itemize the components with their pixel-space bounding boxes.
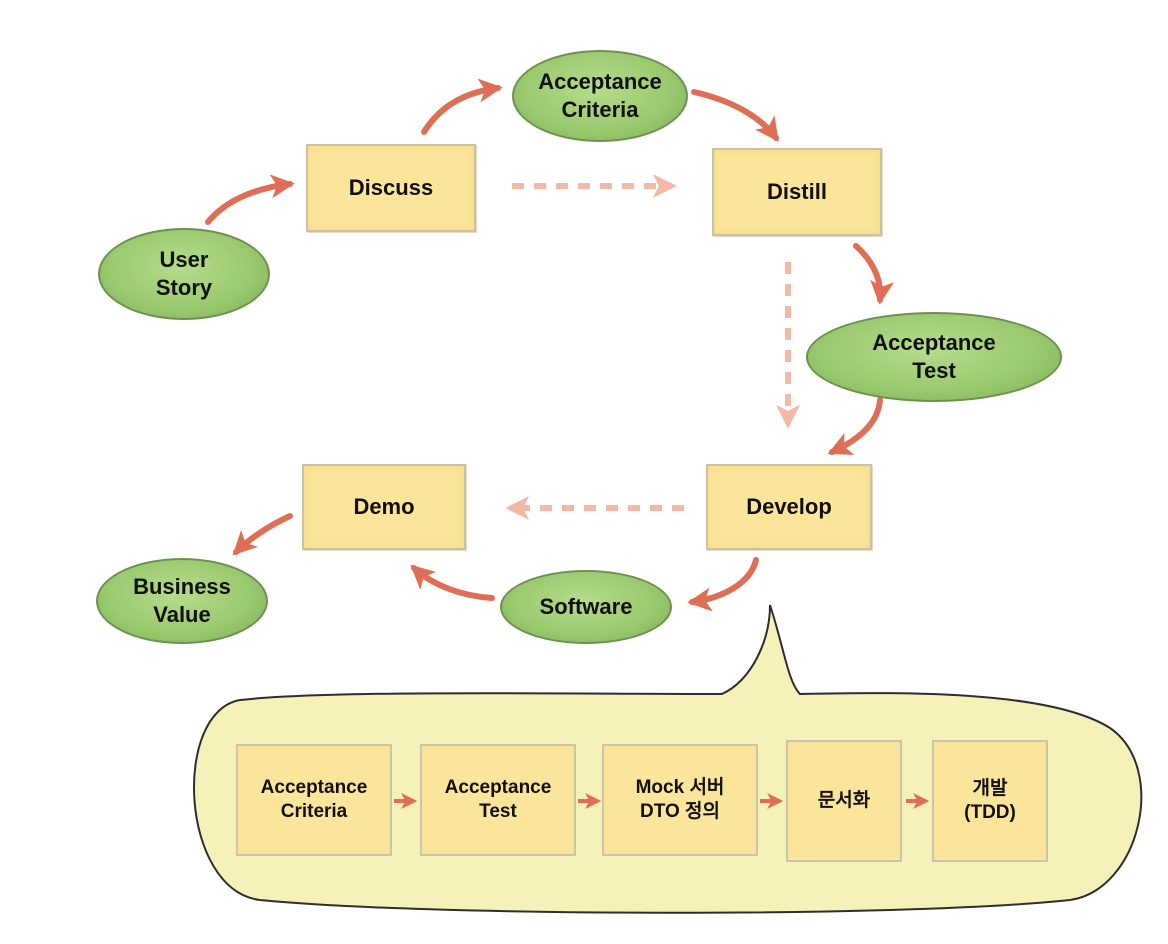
- step-acceptance-test: Acceptance Test: [420, 744, 576, 856]
- arrow-user-story-to-discuss: [205, 174, 295, 225]
- arrow-distill-to-acceptance-test: [853, 243, 895, 305]
- arrow-develop-to-software: [687, 557, 759, 612]
- node-user-story: User Story: [98, 228, 270, 320]
- step-documentation: 문서화: [786, 740, 902, 862]
- node-develop: Develop: [706, 464, 872, 550]
- arrow-demo-to-business-value: [232, 513, 293, 556]
- node-acceptance-test: Acceptance Test: [806, 312, 1062, 402]
- node-demo: Demo: [302, 464, 466, 550]
- node-acceptance-criteria: Acceptance Criteria: [512, 50, 688, 142]
- node-discuss: Discuss: [306, 144, 476, 232]
- arrow-acceptance-criteria-to-distill: [691, 89, 779, 142]
- node-business-value: Business Value: [96, 558, 268, 644]
- arrow-software-to-demo: [410, 564, 495, 601]
- arrow-acceptance-test-to-develop: [827, 397, 883, 455]
- step-acceptance-criteria: Acceptance Criteria: [236, 744, 392, 856]
- arrow-discuss-to-acceptance-criteria: [421, 78, 503, 135]
- step-development-tdd: 개발 (TDD): [932, 740, 1048, 862]
- node-software: Software: [500, 570, 672, 644]
- node-distill: Distill: [712, 148, 882, 236]
- step-mock-server-dto: Mock 서버 DTO 정의: [602, 744, 758, 856]
